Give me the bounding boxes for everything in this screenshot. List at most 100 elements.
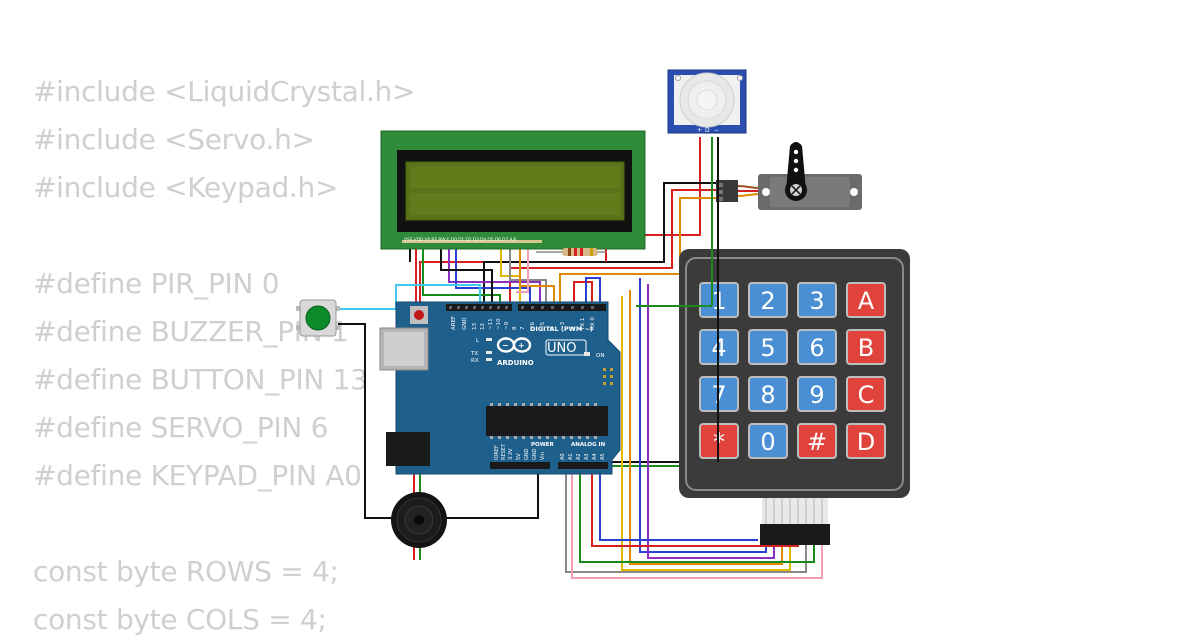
servo-horn [786, 142, 806, 190]
keypad-key-label: A [858, 287, 875, 315]
keypad-key-label: 9 [809, 381, 824, 409]
on-label: ON [596, 353, 604, 359]
code-line: #define BUTTON_PIN 13 [33, 363, 368, 396]
keypad-key-label: 5 [760, 334, 775, 362]
keypad-key-1[interactable]: 2 [748, 282, 788, 318]
keypad-key-label: 6 [809, 334, 824, 362]
pin-label-aref: AREF [451, 316, 457, 330]
analog-pin-labels: A0 A1 A2 A3 A4 A5 [560, 453, 606, 460]
code-line: #define PIR_PIN 0 [33, 267, 280, 300]
power-pin-labels: IOREF RESET 3.3V 5V GND GND Vin [494, 443, 546, 460]
keypad-key-label: 8 [760, 381, 775, 409]
svg-text:+: + [518, 341, 525, 350]
button-cap [305, 305, 331, 331]
brand-label: ARDUINO [497, 359, 534, 367]
lcd-pin-header [402, 240, 542, 243]
circuit-diagram: VSS VDD V0 RS RW E D0 D1 D2 D3 D4 D5 D6 … [296, 69, 910, 579]
led-label-l: L [476, 338, 480, 344]
svg-text:A4: A4 [592, 453, 598, 460]
wire-purple-lcd [448, 245, 541, 306]
svg-text:−: − [502, 341, 509, 350]
pin-label-4: 4 [550, 326, 556, 330]
wire-gray-keypad [565, 462, 807, 573]
svg-text:A0: A0 [560, 453, 566, 460]
keypad-ribbon [760, 498, 830, 545]
wire-cyan-button [338, 284, 481, 310]
pin-label-9: ~9 [504, 321, 510, 330]
power-jack [386, 432, 430, 466]
reset-button [414, 310, 424, 320]
pin-label-3: ~3 [560, 321, 566, 330]
svg-text:5V: 5V [516, 453, 522, 460]
led-label-rx: RX [471, 358, 479, 364]
keypad-key-label: B [858, 334, 874, 362]
lcd-character-cells [410, 166, 620, 215]
pin-label-8: 8 [512, 326, 518, 330]
svg-text:Vin: Vin [540, 452, 546, 460]
pin-label-6: ~6 [530, 321, 536, 330]
pin-label-2: 2 [570, 327, 576, 331]
wire-purple-keypad [647, 284, 775, 559]
keypad-key-7[interactable]: B [846, 329, 886, 365]
keypad-key-label: D [857, 428, 875, 456]
wire-pink-keypad [571, 462, 823, 579]
push-button[interactable] [296, 299, 340, 337]
pin-label-7: 7 [520, 326, 526, 330]
code-line: #define BUZZER_PIN 1 [33, 315, 349, 348]
keypad-key-15[interactable]: D [846, 423, 886, 459]
code-line: #include <Keypad.h> [33, 171, 339, 204]
keypad-key-label: C [858, 381, 875, 409]
wire-orange-keypad [629, 290, 783, 565]
keypad-header [760, 524, 830, 545]
arduino-logo [496, 337, 532, 353]
pir-sensor: + D − [667, 69, 747, 134]
power-header [490, 462, 550, 469]
keypad-key-2[interactable]: 3 [797, 282, 837, 318]
keypad-key-11[interactable]: C [846, 376, 886, 412]
lcd-module: VSS VDD V0 RS RW E D0 D1 D2 D3 D4 D5 D6 … [380, 130, 646, 256]
pin-label-tx: TX 1 [580, 318, 586, 331]
servo-motor [716, 142, 862, 210]
model-label: UNO [547, 341, 576, 356]
wire-black-lcd-rw [440, 245, 493, 306]
wire-green-lcd [422, 245, 501, 306]
keypad-key-9[interactable]: 8 [748, 376, 788, 412]
keypad-key-14[interactable]: # [797, 423, 837, 459]
pin-label-rx: RX 0 [590, 317, 596, 330]
keypad-key-10[interactable]: 9 [797, 376, 837, 412]
analog-header [558, 462, 608, 469]
wire-blue-keypad-2 [585, 277, 758, 541]
pir-pin-plus: + [697, 127, 702, 134]
buzzer [391, 492, 447, 548]
keypad-key-13[interactable]: 0 [748, 423, 788, 459]
wire-yellow-keypad [621, 296, 791, 571]
pin-label-12: 12 [480, 323, 486, 330]
keypad-key-6[interactable]: 6 [797, 329, 837, 365]
wire-black-servo [483, 182, 738, 306]
svg-text:3.3V: 3.3V [508, 448, 514, 460]
atmega-chip [486, 406, 608, 436]
arduino-uno: AREF GND 13 12 ~11 ~10 ~9 8 7 ~6 ~5 4 ~3… [379, 301, 621, 475]
keypad-key-5[interactable]: 5 [748, 329, 788, 365]
code-line: #include <Servo.h> [33, 123, 315, 156]
pin-label-5: ~5 [540, 321, 546, 330]
resistor [536, 248, 606, 256]
keypad-key-label: 2 [760, 287, 775, 315]
svg-text:A3: A3 [584, 453, 590, 460]
icsp-header [603, 368, 613, 385]
power-label: POWER [531, 442, 555, 448]
svg-text:GND: GND [532, 448, 538, 460]
svg-text:RESET: RESET [501, 443, 507, 460]
keypad-key-3[interactable]: A [846, 282, 886, 318]
digital-label: DIGITAL (PWM ~) [530, 325, 593, 333]
pir-pin-d: D [705, 127, 710, 134]
top-pin-labels: AREF GND 13 12 ~11 ~10 ~9 8 7 ~6 ~5 4 ~3… [451, 316, 596, 331]
side-leds: L TX RX [470, 338, 492, 364]
svg-text:A5: A5 [600, 453, 606, 460]
digital-header-a [446, 304, 512, 311]
wire-blue-keypad [639, 278, 767, 553]
code-line: #define SERVO_PIN 6 [33, 411, 329, 444]
wire-green-keypad [579, 462, 815, 563]
pin-label-11: ~11 [488, 318, 494, 330]
